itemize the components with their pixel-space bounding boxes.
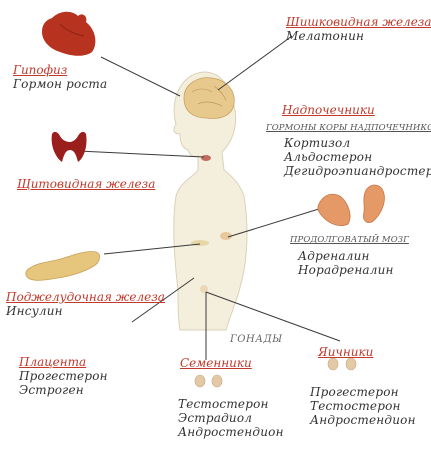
pancreas-label-group: Поджелудочная железа Инсулин [6, 290, 165, 319]
gonads-label: ГОНАДЫ [230, 334, 283, 345]
adrenal-medulla-subtitle: ПРОДОЛГОВАТЫЙ МОЗГ [290, 235, 409, 245]
adrenal-mark [220, 232, 232, 240]
testis-left-illustration [194, 374, 206, 388]
pituitary-title: Гипофиз [13, 63, 68, 77]
adrenal-cortex-hormone: Кортизол [284, 136, 351, 150]
ovary-right-illustration [345, 357, 357, 371]
placenta-hormone: Прогестерон [19, 368, 108, 383]
adrenal-cortex-hormones: Кортизол Альдостерон Дегидроэпиандростер… [284, 136, 431, 178]
ovary-left-illustration [327, 357, 339, 371]
thyroid-label-group: Щитовидная железа [17, 177, 156, 192]
thyroid-title: Щитовидная железа [17, 177, 156, 191]
adrenal-cortex-subtitle: ГОРМОНЫ КОРЫ НАДПОЧЕЧНИКОВ [266, 123, 431, 133]
adrenal-cortex-hormone: Альдостерон [284, 149, 373, 164]
testes-title-group: Семенники [180, 356, 252, 371]
placenta-title: Плацента [19, 355, 87, 369]
placenta-label-group: Плацента Прогестерон Эстроген [19, 355, 108, 397]
testes-title: Семенники [180, 356, 252, 370]
thyroid-mark [201, 155, 211, 161]
pineal-hormone: Мелатонин [286, 28, 365, 43]
ovaries-hormone: Андростендион [310, 412, 416, 427]
pancreas-hormone: Инсулин [6, 303, 63, 318]
adrenal-gland-left-illustration [317, 193, 351, 226]
pancreas-illustration [25, 251, 100, 281]
thyroid-gland-illustration [51, 131, 87, 162]
ovaries-hormones: Прогестерон Тестостерон Андростендион [310, 385, 416, 427]
pituitary-label-group: Гипофиз Гормон роста [13, 63, 108, 92]
ovaries-title: Яичники [318, 345, 374, 359]
adrenal-medulla-hormone: Норадреналин [298, 262, 394, 277]
testes-hormone: Андростендион [178, 424, 284, 439]
adrenal-label-group: Надпочечники [282, 103, 375, 118]
ovaries-hormone: Прогестерон [310, 385, 399, 399]
pineal-title: Шишковидная железа [286, 15, 431, 29]
testis-right-illustration [211, 374, 223, 388]
pineal-label-group: Шишковидная железа Мелатонин [286, 15, 431, 44]
pancreas-title: Поджелудочная железа [6, 290, 165, 304]
adrenal-title: Надпочечники [282, 103, 375, 117]
gonad-mark [200, 285, 208, 293]
placenta-hormone: Эстроген [19, 382, 84, 397]
testes-hormone: Эстрадиол [178, 410, 253, 425]
adrenal-medulla-hormones: Адреналин Норадреналин [298, 249, 394, 278]
adrenal-cortex-hormone: Дегидроэпиандростерон [284, 163, 431, 178]
adrenal-gland-right-illustration [363, 184, 385, 223]
testes-hormones: Тестостерон Эстрадиол Андростендион [178, 397, 284, 439]
testes-hormone: Тестостерон [178, 397, 269, 411]
ovaries-hormone: Тестостерон [310, 398, 401, 413]
pituitary-hormone: Гормон роста [13, 76, 108, 91]
adrenal-medulla-hormone: Адреналин [298, 249, 370, 263]
pituitary-gland-illustration [42, 11, 96, 56]
ovaries-title-group: Яичники [318, 345, 374, 360]
